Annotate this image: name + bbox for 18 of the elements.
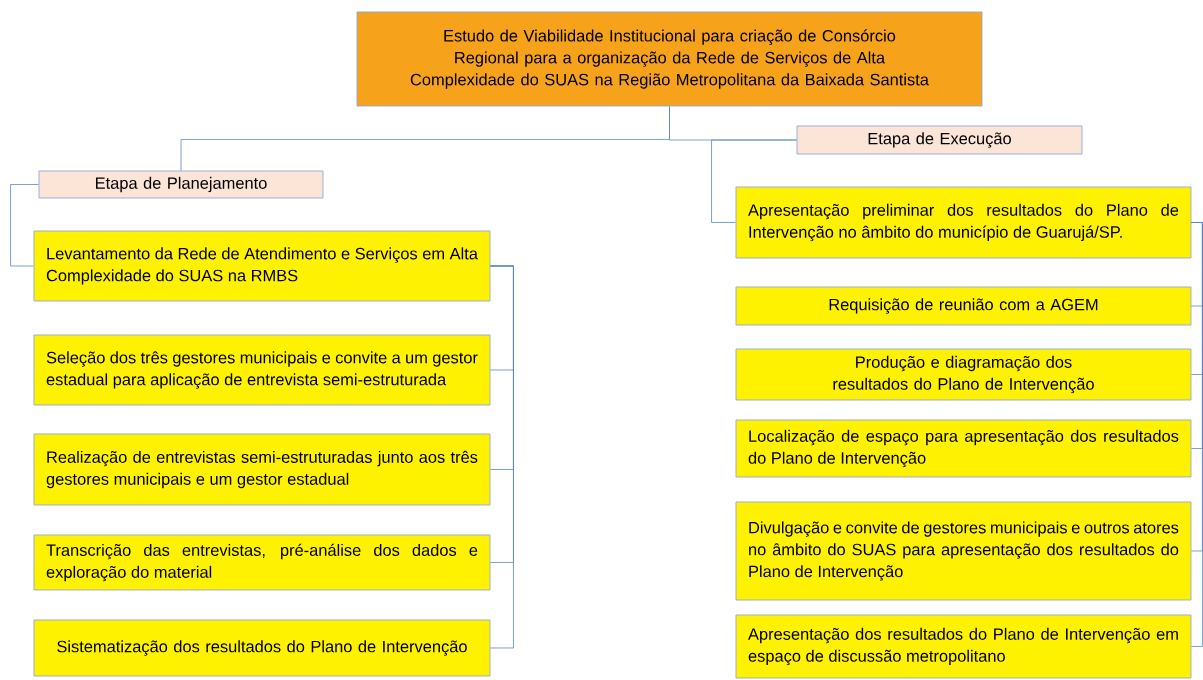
connector bbox=[490, 265, 514, 649]
task-box: Transcrição das entrevistas, pré-análise dos dados e exploração do material bbox=[33, 534, 491, 591]
task-box: Realização de entrevistas semi-estruturadas junto aos três gestores municipais e um gestor estadual bbox=[33, 433, 491, 506]
connector bbox=[10, 184, 39, 267]
stage-box: Etapa de Planejamento bbox=[38, 170, 324, 199]
task-box: Localização de espaço para apresentação dos resultados do Plano de Intervenção bbox=[735, 419, 1192, 478]
task-box: Produção e diagramação dos resultados do Plano de Intervenção bbox=[735, 348, 1192, 401]
task-box: Seleção dos três gestores municipais e convite a um gestor estadual para aplicação de entrevista semi-estruturada bbox=[33, 334, 491, 406]
stage-box: Etapa de Execução bbox=[796, 125, 1083, 155]
connector bbox=[711, 139, 797, 223]
task-box: Divulgação e convite de gestores municipais e outros atores no âmbito do SUAS para apresentação dos resultados do Plano de Intervenção bbox=[735, 501, 1192, 601]
connector bbox=[1191, 222, 1203, 647]
task-box: Levantamento da Rede de Atendimento e Serviços em Alta Complexidade do SUAS na RMBS bbox=[33, 230, 491, 302]
task-box: Apresentação preliminar dos resultados do Plano de Intervenção no âmbito do município de Guarujá/SP. bbox=[735, 186, 1192, 259]
task-box: Sistematização dos resultados do Plano de Intervenção bbox=[33, 619, 491, 677]
task-box: Requisição de reunião com a AGEM bbox=[735, 286, 1192, 326]
task-box: Apresentação dos resultados do Plano de Intervenção em espaço de discussão metropolitano bbox=[735, 614, 1192, 679]
title-box: Estudo de Viabilidade Institucional para criação de Consórcio Regional para a organização da Rede de Serviços de Alta Complexidade do SUAS na Região Metropolitana da Baixada Santista bbox=[356, 11, 983, 107]
